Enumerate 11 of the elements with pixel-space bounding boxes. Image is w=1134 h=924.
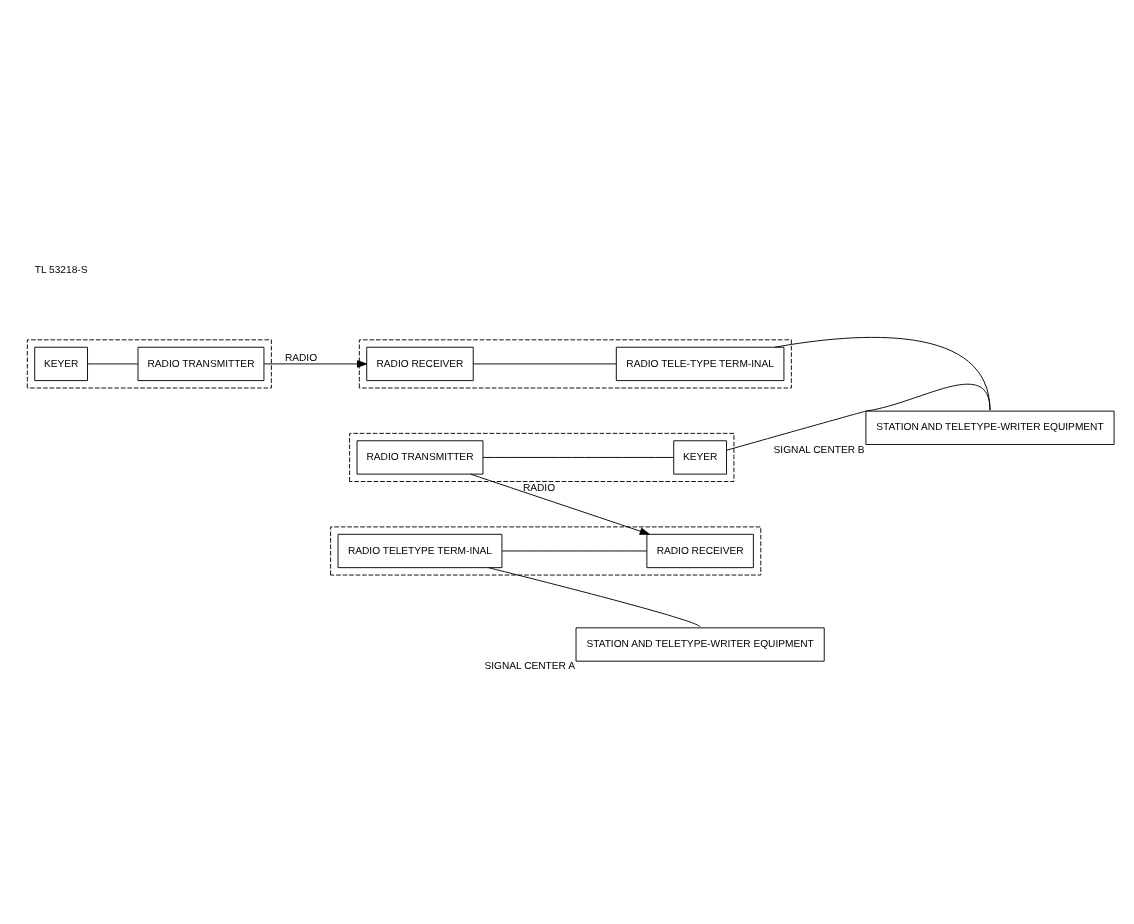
cluster <box>26 338 272 388</box>
cluster <box>349 431 735 481</box>
connector <box>488 566 701 627</box>
arrow <box>470 472 650 534</box>
connector <box>501 549 648 551</box>
connector <box>482 455 675 457</box>
connector <box>726 382 991 450</box>
connector <box>472 362 617 364</box>
arrow <box>263 359 368 367</box>
connector <box>774 335 991 410</box>
connector <box>87 362 139 364</box>
